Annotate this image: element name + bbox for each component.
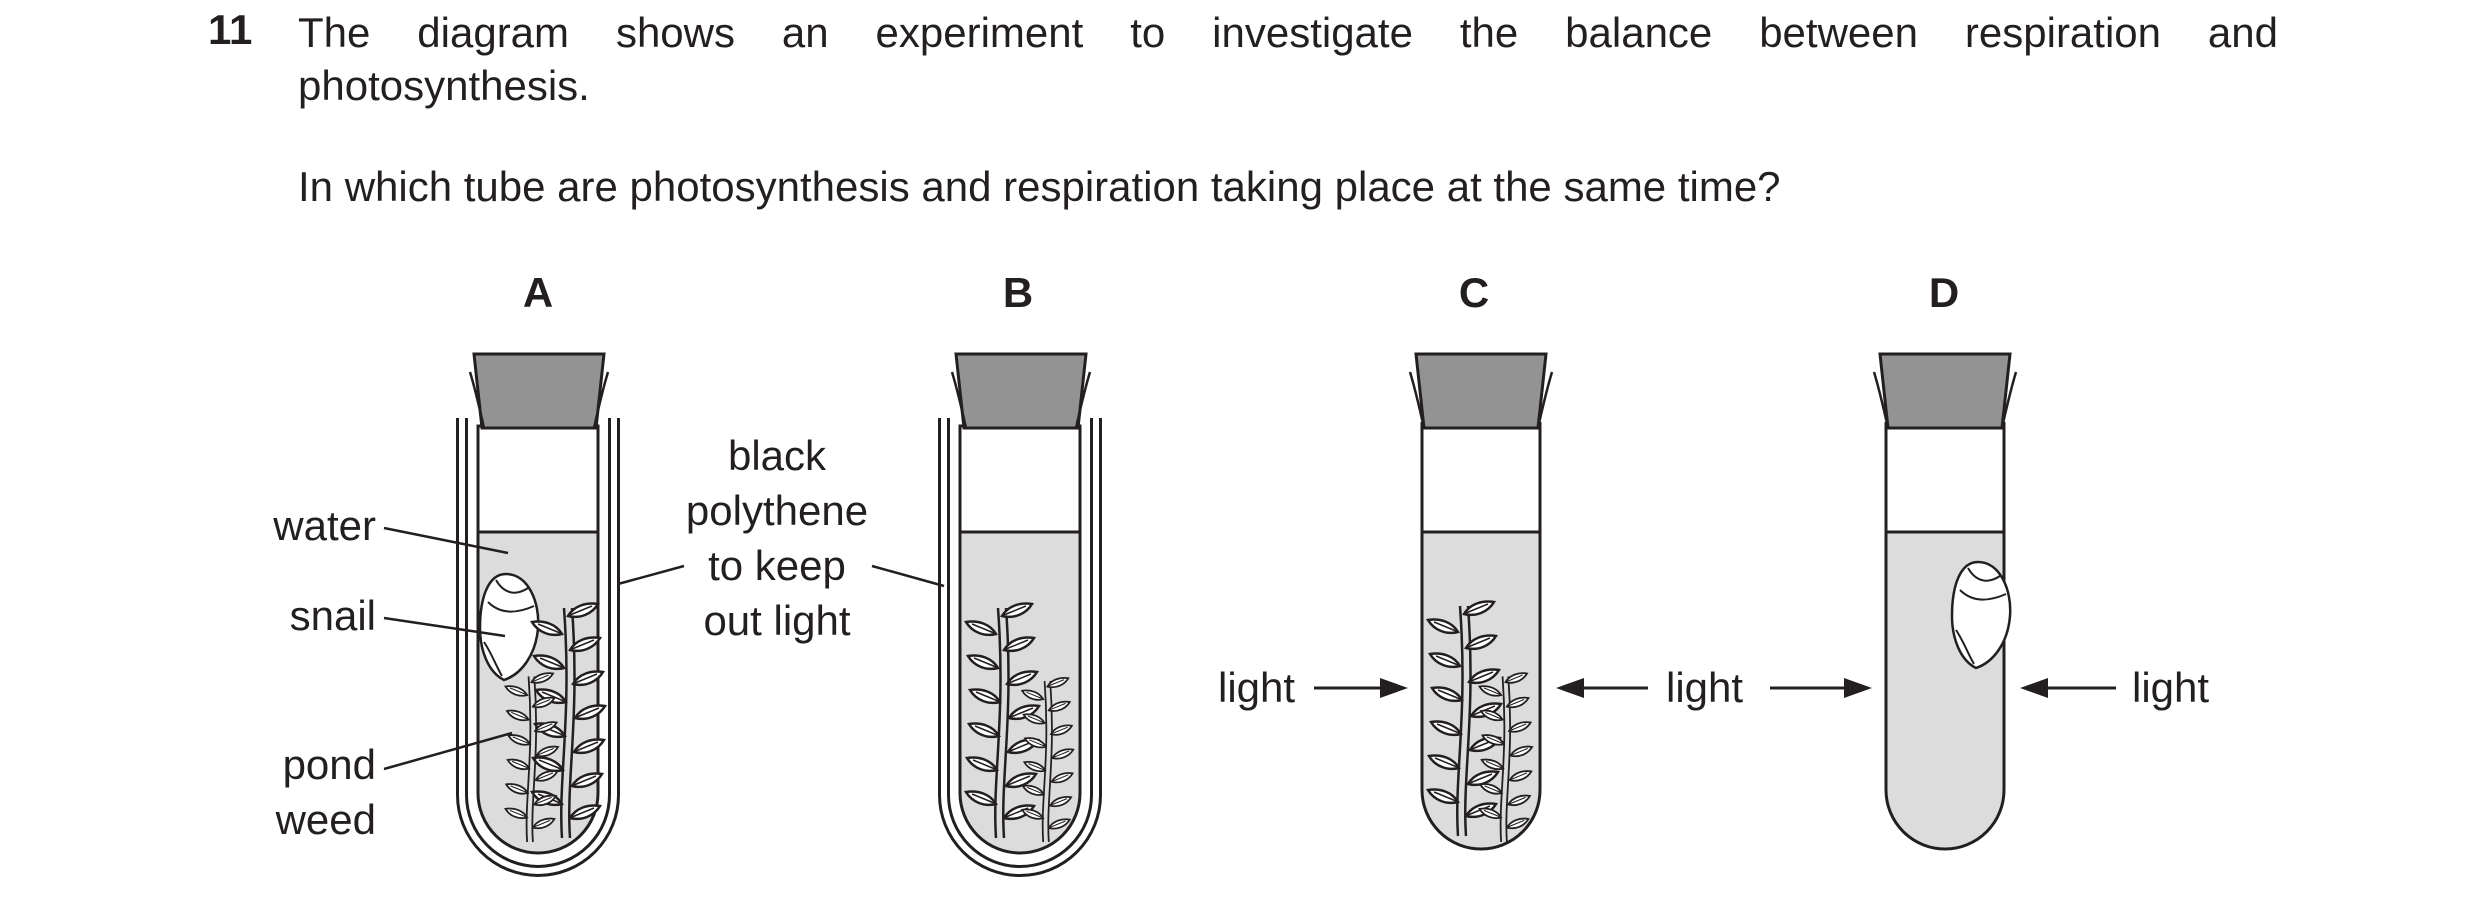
question-ask: In which tube are photosynthesis and res…	[298, 163, 1781, 210]
label-light-d-right: light	[2132, 664, 2209, 711]
leader-snail	[383, 616, 506, 638]
label-black-polythene: black polythene to keep out light	[686, 432, 868, 644]
tube-a	[456, 352, 620, 877]
tube-letter-a: A	[523, 269, 553, 316]
arrow-light-d-left	[1770, 678, 1872, 698]
tube-letter-b: B	[1003, 269, 1033, 316]
tube-letter-c: C	[1459, 269, 1489, 316]
question-stem-line2: photosynthesis.	[298, 62, 590, 109]
label-water: water	[272, 502, 376, 549]
label-snail: snail	[290, 592, 376, 639]
tube-c	[1408, 352, 1554, 851]
polythene-line-1: black	[728, 432, 827, 479]
polythene-line-3: to keep	[708, 542, 846, 589]
label-light-c-left: light	[1218, 664, 1295, 711]
tube-letter-d: D	[1929, 269, 1959, 316]
arrow-light-c-right	[1556, 678, 1648, 698]
polythene-line-4: out light	[703, 597, 850, 644]
tube-b	[938, 352, 1102, 877]
leader-pond-weed	[383, 731, 513, 771]
leader-polythene-a	[617, 564, 685, 586]
label-weed: weed	[275, 796, 376, 843]
question-stem-line1: The diagram shows an experiment to inves…	[298, 9, 2278, 56]
question-number: 11	[208, 6, 253, 53]
tube-d	[1872, 352, 2018, 851]
polythene-line-2: polythene	[686, 487, 868, 534]
arrow-light-c-left	[1314, 678, 1408, 698]
label-pond: pond	[283, 741, 376, 788]
leader-polythene-b	[871, 564, 945, 588]
leader-water	[383, 526, 509, 555]
label-light-middle: light	[1666, 664, 1743, 711]
arrow-light-d-right	[2020, 678, 2116, 698]
